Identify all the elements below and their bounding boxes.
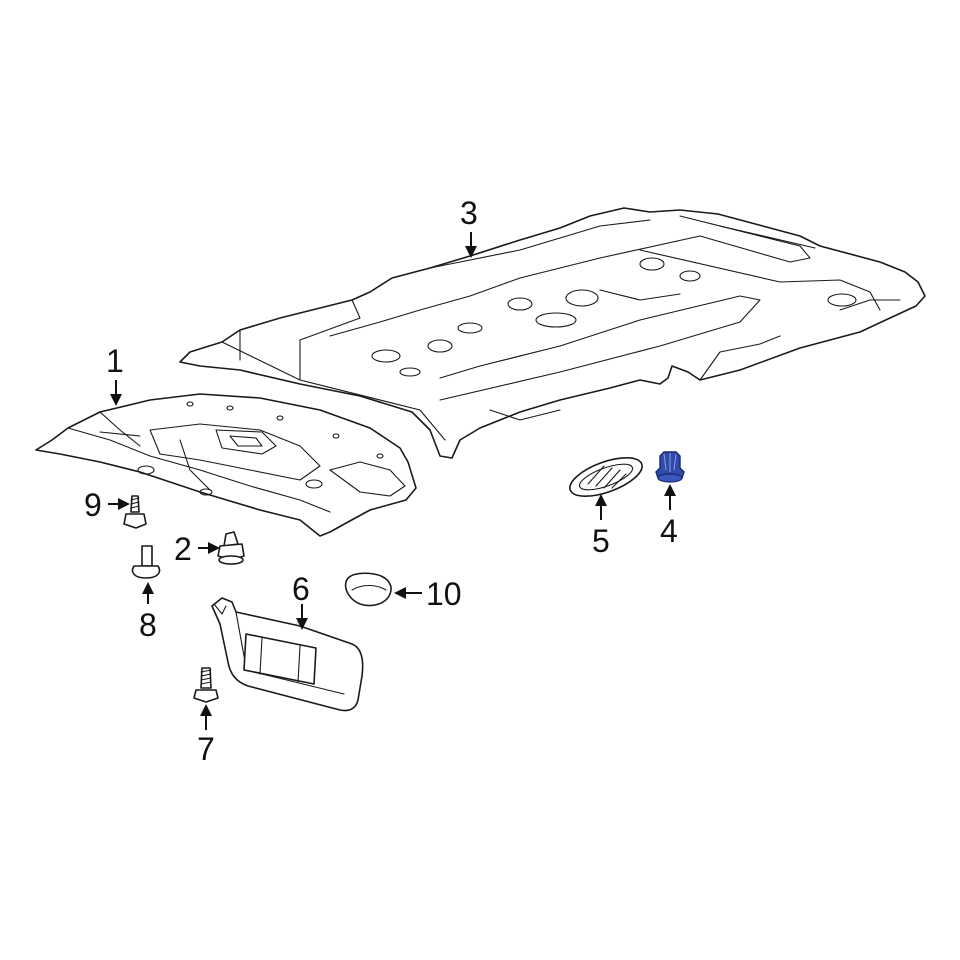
arrow-head-7 [200, 704, 212, 716]
visor-bracket-cover-part [344, 572, 392, 607]
arrow-head-4 [664, 484, 676, 496]
headliner-rear-part [179, 207, 926, 459]
headliner-front-part [35, 393, 417, 537]
push-retainer-part [655, 451, 685, 483]
arrow-head-6 [296, 618, 308, 630]
visor-clip-part [131, 545, 161, 579]
arrow-head-8 [142, 582, 154, 594]
callout-arrows [108, 232, 676, 730]
callout-5: 5 [592, 523, 610, 559]
arrow-head-5 [595, 494, 607, 506]
callout-3: 3 [460, 195, 478, 231]
callout-8: 8 [139, 607, 157, 643]
callout-labels: 3 1 9 2 8 6 10 7 5 4 [84, 195, 678, 767]
arrow-head-2 [208, 542, 220, 554]
arrow-head-10 [394, 587, 406, 599]
arrow-head-9 [118, 498, 130, 510]
vent-grille-part [569, 457, 643, 497]
callout-7: 7 [197, 731, 215, 767]
mounting-bolt-part [123, 495, 147, 529]
callout-2: 2 [174, 531, 192, 567]
retainer-clip-part [217, 531, 245, 565]
callout-6: 6 [292, 571, 310, 607]
sun-visor-part [211, 597, 364, 712]
callout-9: 9 [84, 487, 102, 523]
arrow-head-1 [110, 394, 122, 406]
arrow-head-3 [465, 246, 477, 258]
visor-screw-part [193, 667, 219, 703]
callout-4: 4 [660, 513, 678, 549]
callout-10: 10 [426, 576, 462, 612]
callout-1: 1 [106, 343, 124, 379]
